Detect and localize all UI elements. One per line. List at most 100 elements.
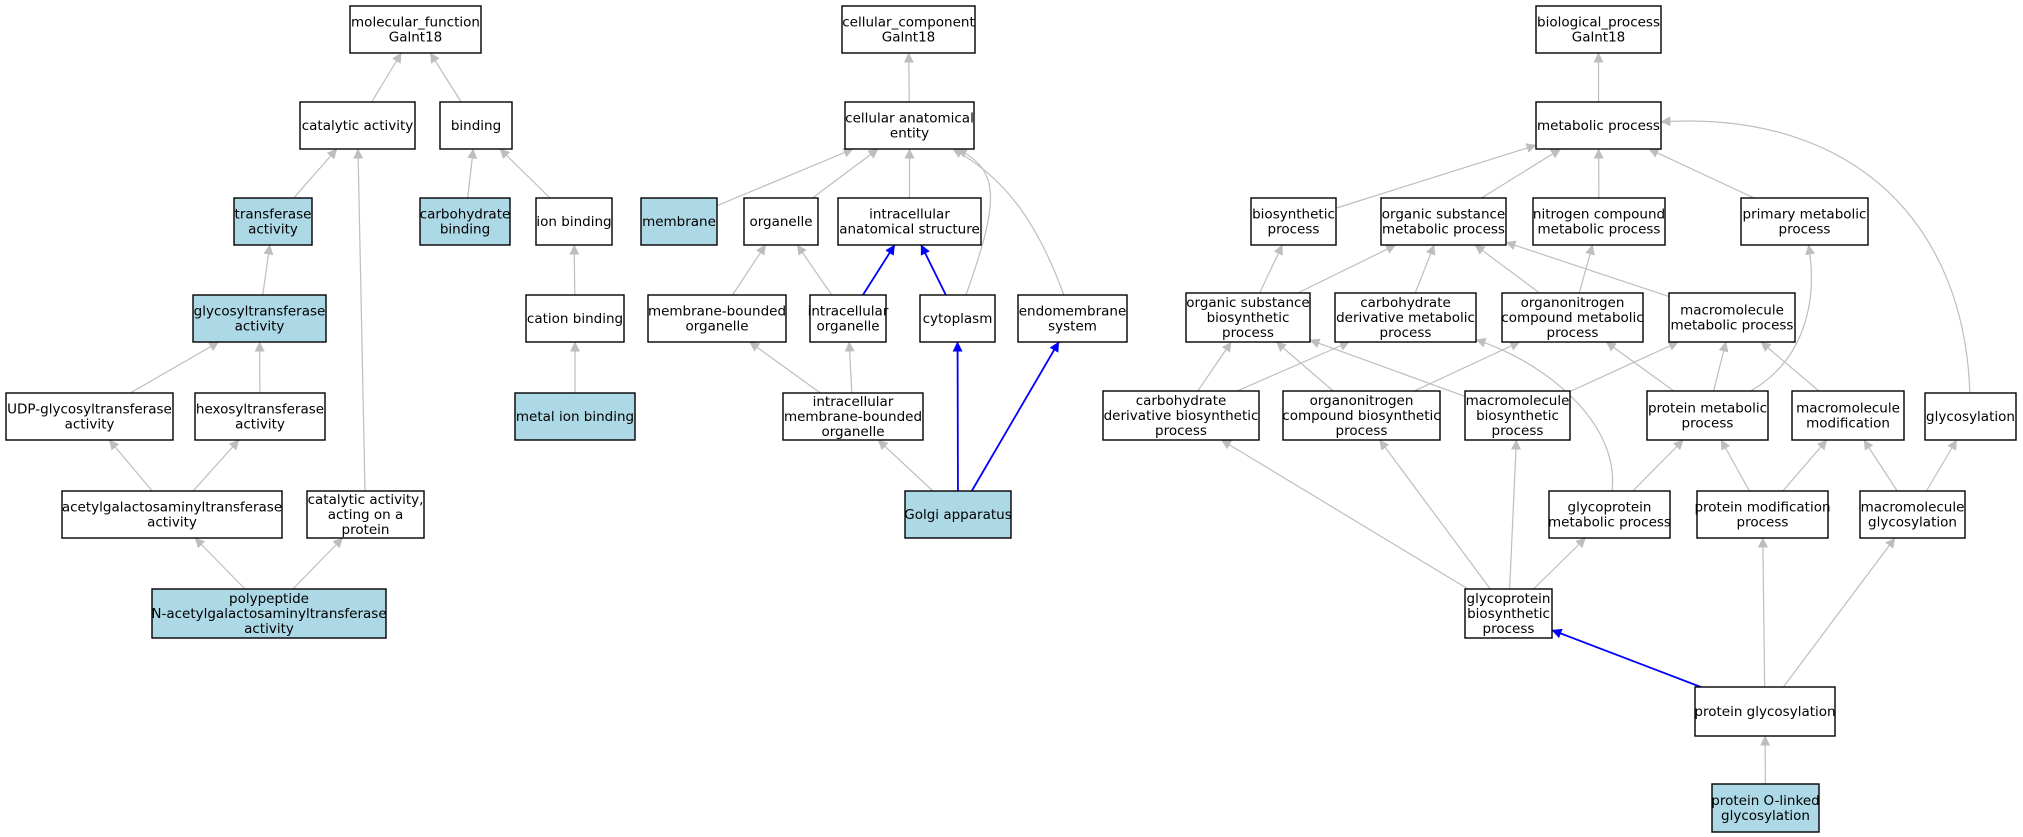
node-box (439, 101, 513, 150)
node-label-line: activity (235, 319, 285, 335)
node-label-line: catalytic activity (302, 118, 414, 134)
node-label-line: protein glycosylation (1694, 704, 1835, 720)
edge-membrane-to-cae (716, 148, 854, 207)
edge-gpbp-to-cdbp (1221, 439, 1469, 590)
node-label-line: glycosylation (1868, 515, 1957, 531)
node-cationbinding[interactable]: cation binding (525, 294, 625, 343)
node-box (1532, 197, 1666, 246)
node-label-line: activity (65, 417, 115, 433)
node-label-line: biosynthetic (1207, 310, 1290, 326)
node-label-line: carbohydrate (420, 207, 511, 223)
node-label-line: metabolic process (1538, 222, 1661, 238)
node-label-line: activity (244, 621, 294, 637)
node-label-line: cation binding (527, 311, 623, 327)
node-label-line: process (1155, 423, 1207, 439)
node-cytoplasm[interactable]: cytoplasm (919, 294, 996, 343)
node-box (525, 294, 625, 343)
node-ionbinding[interactable]: ion binding (535, 197, 613, 246)
edge-protmod-to-macromod (1782, 439, 1828, 492)
node-box (194, 392, 326, 441)
node-protglyc[interactable]: protein glycosylation (1694, 686, 1836, 737)
node-label-line: nitrogen compound (1533, 207, 1665, 223)
node-binding[interactable]: binding (439, 101, 513, 150)
node-box (841, 5, 976, 54)
node-box (419, 197, 511, 246)
node-label-line: intracellular (808, 304, 889, 320)
edge-polypep-to-catprot (292, 537, 344, 590)
node-label-line: cellular anatomical (845, 111, 974, 127)
edge-membbound-to-organelle (732, 244, 766, 296)
node-box (1859, 490, 1966, 539)
edge-acetylgal-to-hexosyl (192, 439, 240, 492)
node-golgi[interactable]: Golgi apparatus (904, 490, 1012, 539)
node-membrane[interactable]: membrane (640, 197, 718, 246)
edge-catprot-to-catalytic (353, 148, 366, 492)
node-box (1501, 292, 1644, 343)
node-label-line: endomembrane (1019, 304, 1127, 320)
edge-ionbinding-to-binding (499, 148, 551, 199)
node-polypep[interactable]: polypeptideN-acetylgalactosaminyltransfe… (151, 588, 387, 639)
node-label-line: process (1222, 325, 1274, 341)
node-label-line: biosynthetic (1252, 207, 1335, 223)
node-box (1740, 197, 1869, 246)
node-label-line: membrane-bounded (784, 409, 922, 425)
edge-protmp-to-pmp (1750, 244, 1816, 392)
edge-biosynth-to-metproc (1335, 143, 1537, 209)
node-metalion[interactable]: metal ion binding (514, 392, 636, 441)
node-catalytic[interactable]: catalytic activity (299, 101, 416, 150)
node-box (1380, 197, 1507, 246)
node-box (61, 490, 283, 539)
node-glycosylation[interactable]: glycosylation (1924, 392, 2017, 441)
node-organelle[interactable]: organelle (743, 197, 819, 246)
node-box (904, 490, 1012, 539)
node-label-line: biosynthetic (1476, 408, 1559, 424)
node-box (349, 5, 482, 54)
edge-imbo-to-membbound (749, 341, 821, 394)
edge-cdbp-to-osbp (1197, 341, 1232, 392)
node-label-line: glycosylation (1926, 409, 2015, 425)
node-metproc[interactable]: metabolic process (1535, 101, 1662, 150)
node-label-line: metabolic process (1537, 118, 1660, 134)
edge-macroglyc-to-glycosylation (1925, 439, 1958, 492)
edge-osbp-to-osmp (1297, 244, 1397, 294)
node-label-line: organelle (816, 319, 879, 335)
edge-macroglyc-to-macromod (1863, 439, 1898, 492)
edge-protmod-to-protmp (1720, 439, 1750, 492)
edge-mbp-to-mmp (1569, 341, 1679, 393)
node-label-line: biological_process (1537, 15, 1660, 31)
